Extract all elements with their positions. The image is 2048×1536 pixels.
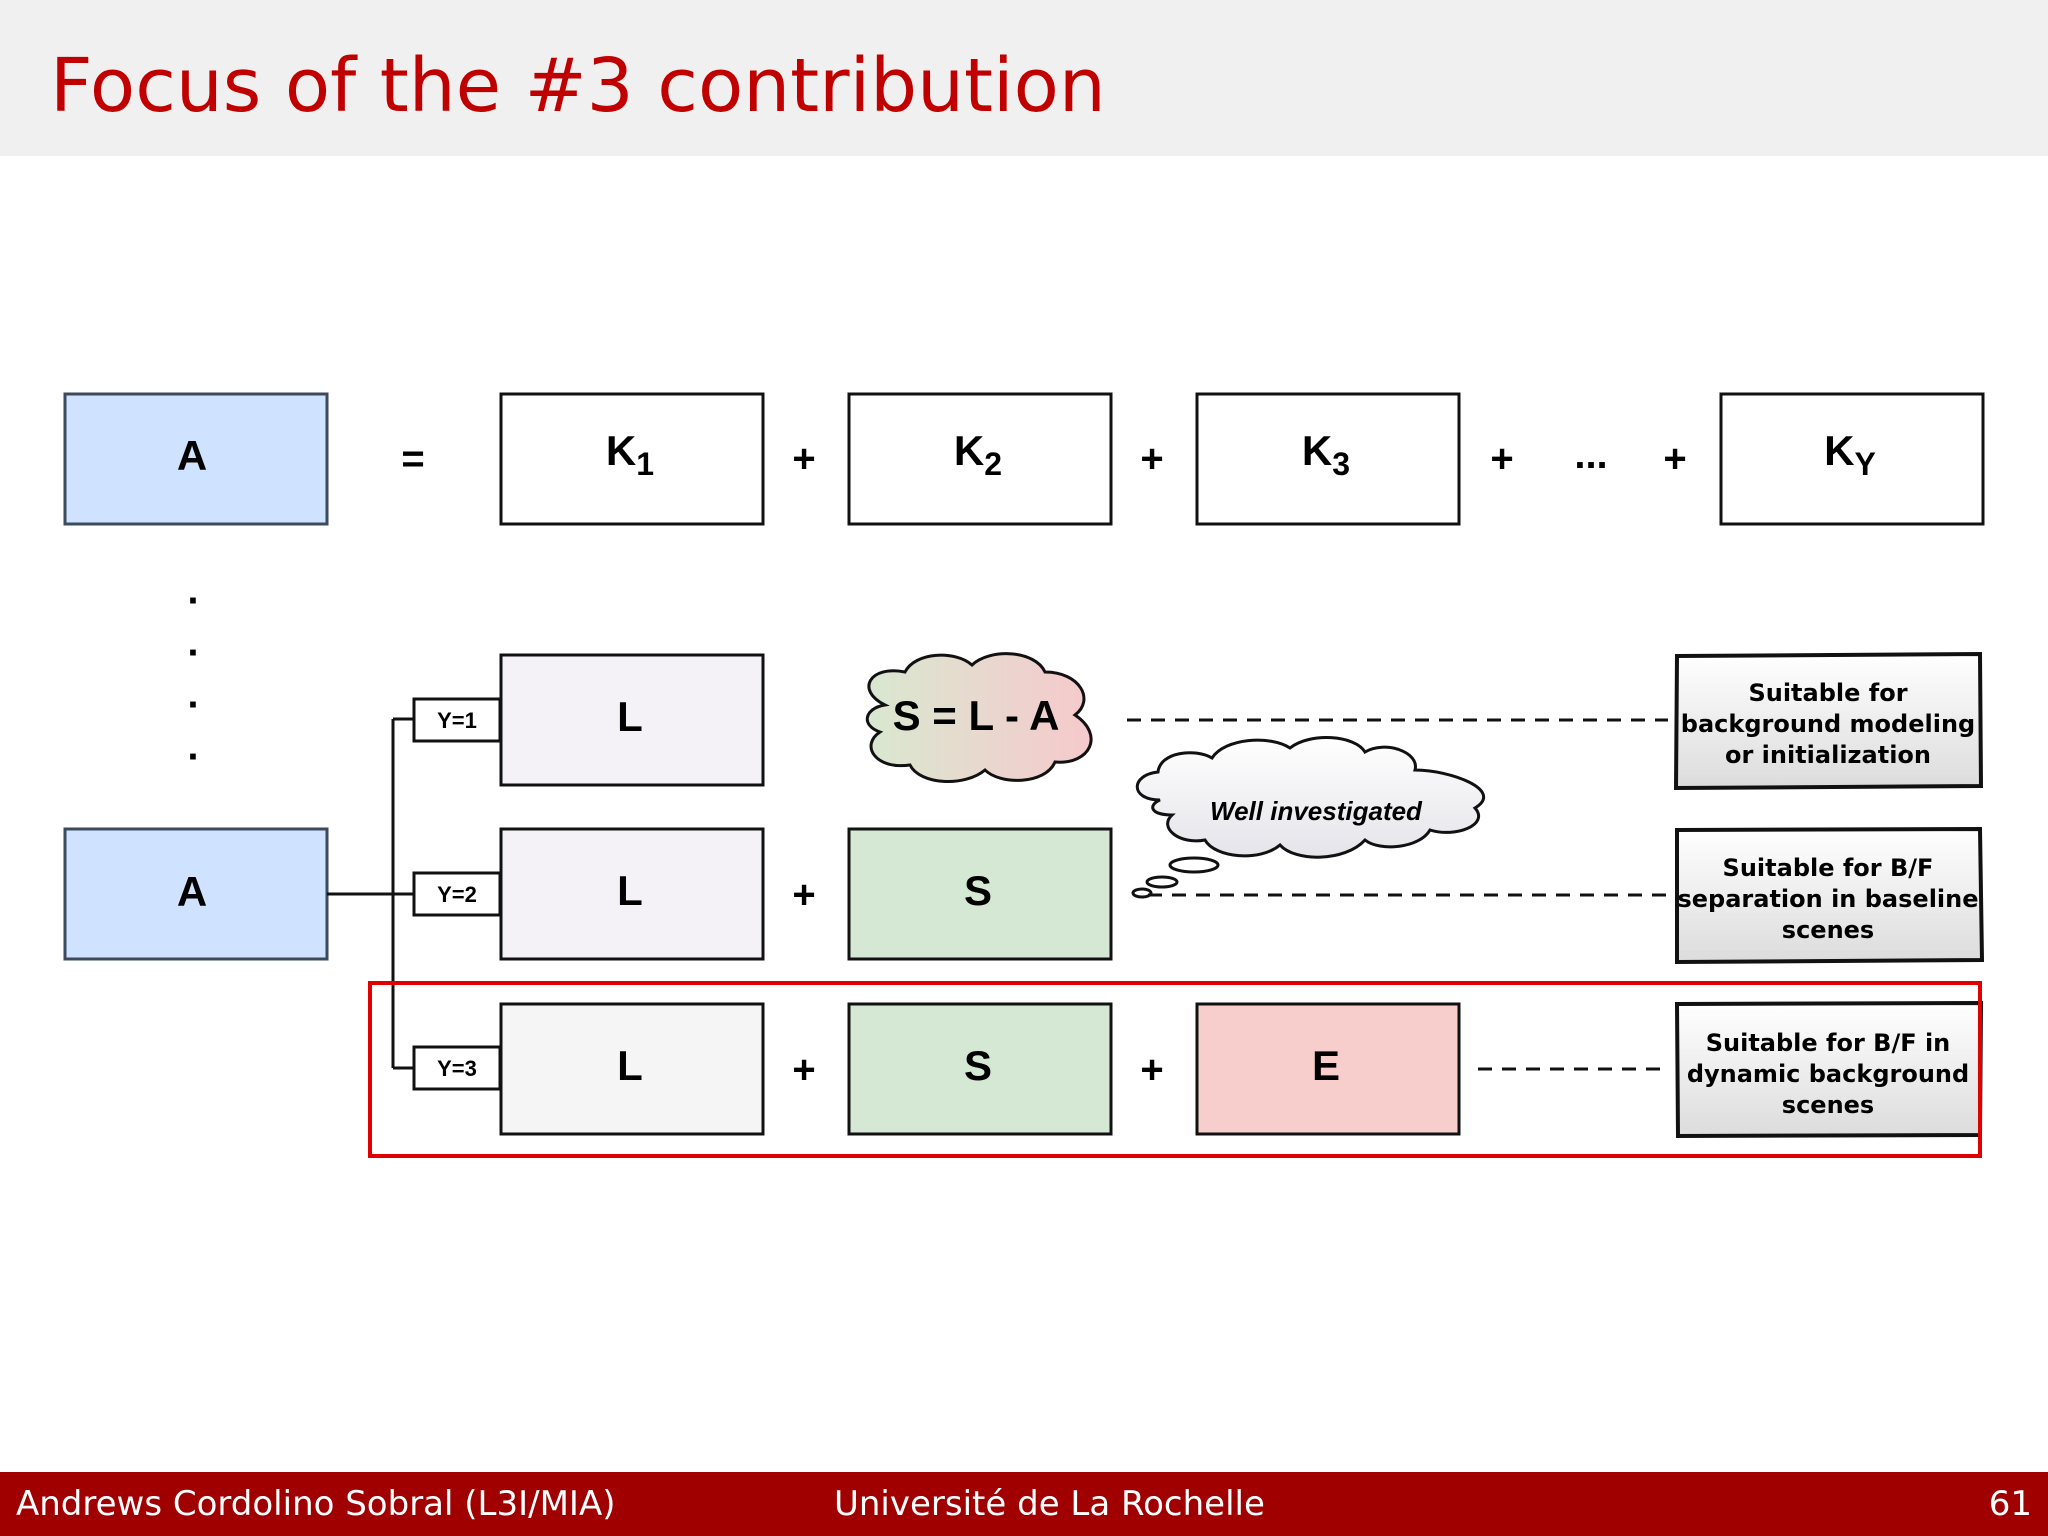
vertical-dot: · [187,683,200,727]
note-y2-line: separation in baseline [1677,885,1978,913]
equals-sign: = [401,437,424,481]
highlight-frame [368,981,1982,1158]
lower-matrix-a-box [63,827,329,961]
component-ky-box [1719,392,1985,526]
component-ky-label: KY [1824,427,1876,482]
low-rank-l-box [499,827,765,961]
plus-sign: + [792,1048,815,1092]
note-y3: Suitable for B/F in dynamic background s… [1674,1000,1984,1139]
row-y2: Y=2 L + S Well investigated Suitable for… [412,736,1985,965]
low-rank-l-box [499,653,765,787]
low-rank-l-label: L [617,1042,643,1089]
component-k2-label: K2 [954,427,1002,482]
note-y1-line: Suitable for [1748,679,1907,707]
component-k3-box [1195,392,1461,526]
note-y3-line: dynamic background [1687,1060,1969,1088]
vertical-dot: · [187,735,200,779]
thought-bubble-text: Well investigated [1210,796,1423,826]
note-y2-line: Suitable for B/F [1723,854,1934,882]
component-k1-box [499,392,765,526]
matrix-a-label: A [177,432,207,479]
sparse-s-label: S [964,867,992,914]
component-k3-label: K3 [1302,427,1350,482]
note-y3-line: scenes [1782,1091,1874,1119]
note-y1-line: or initialization [1725,741,1931,769]
low-rank-l-box [499,1002,765,1136]
component-k1-label: K1 [606,427,654,482]
plus-sign: + [792,873,815,917]
vertical-dot: · [187,631,200,675]
note-y1-line: background modeling [1681,710,1975,738]
footer: Andrews Cordolino Sobral (L3I/MIA) Unive… [0,1472,2048,1536]
tag-y1-label: Y=1 [437,708,477,733]
tag-y3-label: Y=3 [437,1056,477,1081]
sparse-s-box [847,827,1113,961]
note-y3-line: Suitable for B/F in [1706,1029,1951,1057]
low-rank-l-label: L [617,867,643,914]
error-e-label: E [1312,1042,1340,1089]
plus-sign: + [1490,437,1513,481]
branch-connector [327,717,414,1070]
thought-bubble: Well investigated [1131,736,1485,899]
tag-y2-label: Y=2 [437,882,477,907]
row-y1: Y=1 L S = L - A Suitable for background … [412,651,1984,791]
component-k2-box [847,392,1113,526]
matrix-a-box [63,392,329,526]
page-number: 61 [1988,1484,2032,1524]
footer-university: Université de La Rochelle [834,1484,1265,1524]
cloud-formula-text: S = L - A [893,692,1060,739]
plus-sign: + [1140,437,1163,481]
note-y2: Suitable for B/F separation in baseline … [1675,826,1985,965]
note-y2-line: scenes [1782,916,1874,944]
error-e-box [1195,1002,1461,1136]
vertical-dot: · [187,579,200,623]
low-rank-l-label: L [617,693,643,740]
formula-cloud: S = L - A [866,652,1093,783]
plus-sign: + [792,437,815,481]
plus-sign: + [1140,1048,1163,1092]
vertical-dots: · · · · [187,579,200,779]
note-y1: Suitable for background modeling or init… [1673,651,1984,791]
title-bar: Focus of the #3 contribution [0,0,2048,156]
footer-author: Andrews Cordolino Sobral (L3I/MIA) [16,1484,616,1524]
slide-title: Focus of the #3 contribution [50,43,1106,129]
sparse-s-label: S [964,1042,992,1089]
sparse-s-box [847,1002,1113,1136]
top-equation-row: A = K1 + K2 + K3 + ... + KY [63,392,1985,526]
row-y3: Y=3 L + S + E Suitable for B/F in dynami… [412,1000,1984,1139]
ellipsis: ... [1574,433,1607,477]
plus-sign: + [1663,437,1686,481]
lower-matrix-a-label: A [177,868,207,915]
